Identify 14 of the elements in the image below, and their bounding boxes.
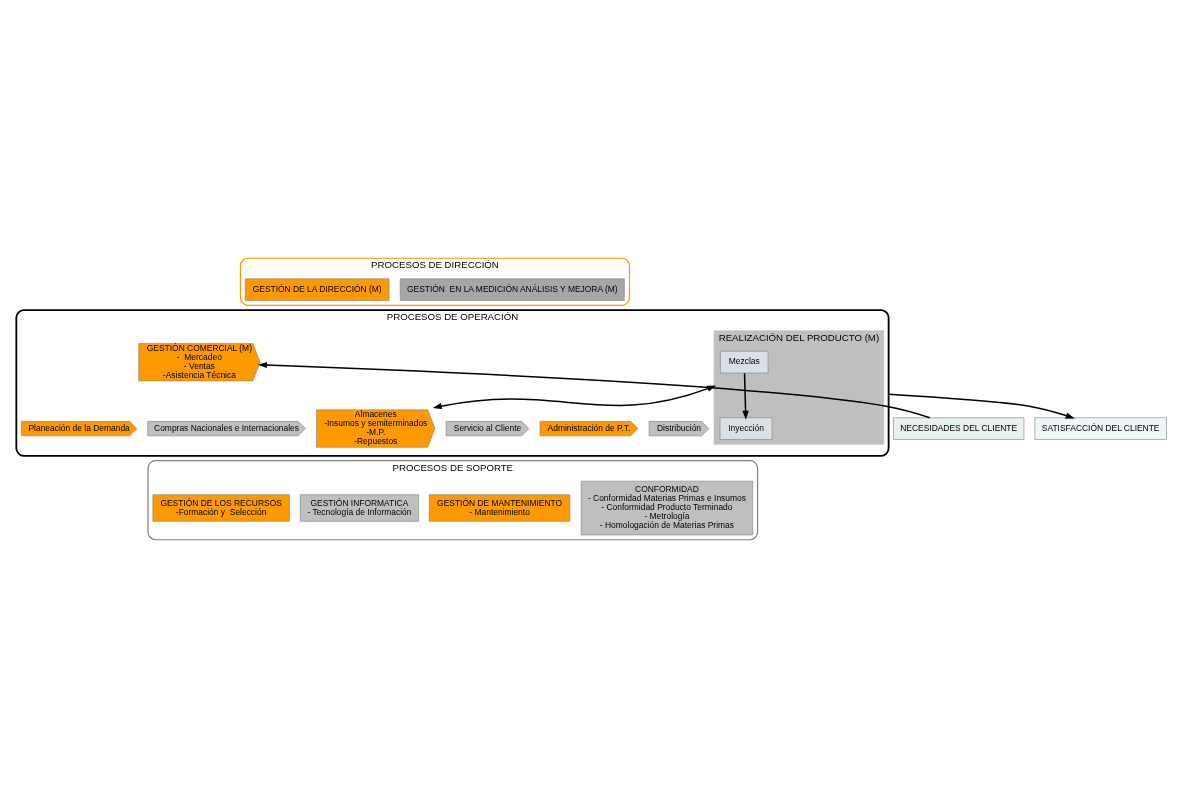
arrow bbox=[742, 372, 749, 420]
arrow bbox=[257, 361, 931, 418]
arrow bbox=[887, 393, 1075, 419]
node-box: CONFORMIDAD - Conformidad Materias Primas e Insumos - Conformidad Producto Terminado - Metrología - Homologación de Materias Primas bbox=[580, 480, 753, 535]
node-box: GESTIÓN DE MANTENIMIENTO - Mantenimiento bbox=[428, 493, 571, 522]
node-box: NECESIDADES DEL CLIENTE bbox=[893, 416, 1025, 440]
node-box: GESTIÓN INFORMATICA - Tecnología de Información bbox=[299, 493, 419, 522]
node-box: GESTIÓN DE LA DIRECCIÓN (M) bbox=[245, 278, 390, 301]
node-box: Mezclas bbox=[720, 350, 769, 373]
node-box: Inyección bbox=[719, 416, 773, 440]
node-box: GESTIÓN DE LOS RECURSOS -Formación y Selección bbox=[152, 493, 290, 522]
node-box: SATISFACCIÓN DEL CLIENTE bbox=[1034, 416, 1167, 440]
arrow bbox=[432, 384, 717, 409]
node-box: GESTIÓN EN LA MEDICIÓN ANÁLISIS Y MEJORA (M) bbox=[399, 278, 625, 301]
